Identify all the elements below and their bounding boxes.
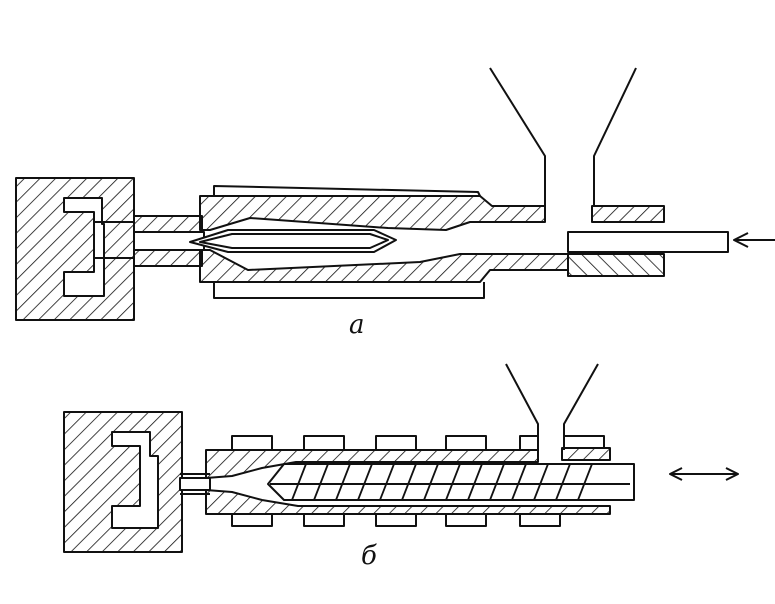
mold-a (15, 177, 135, 321)
screw-machine-view (63, 363, 739, 553)
double-arrow-b-icon (669, 467, 739, 481)
mold-b (63, 411, 183, 553)
hopper-a (489, 67, 637, 206)
plunger (567, 231, 729, 253)
plunger-machine-view (15, 67, 775, 321)
view-label-b: б (361, 541, 377, 571)
barrel (205, 435, 611, 527)
torpedo (189, 229, 397, 253)
view-label-a: а (349, 310, 365, 340)
arrow-a-icon (733, 232, 775, 248)
heating-cylinder-a (199, 185, 665, 299)
screw (267, 463, 635, 501)
hopper-b (505, 363, 599, 450)
